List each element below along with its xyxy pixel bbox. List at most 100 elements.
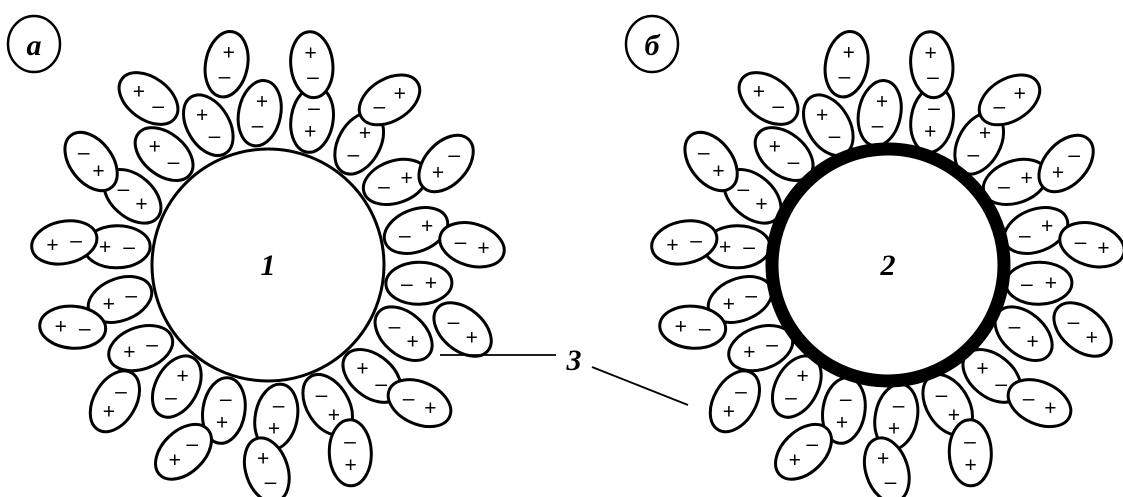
dipole-outer-sign: +: [1044, 397, 1056, 420]
dipole-inner-sign: –: [115, 380, 127, 403]
dipole-shell-a: –+–++––+–+–++––+–+–++––+–+–++––+–+–+–+–+…: [30, 30, 506, 497]
dipole-outer-sign: +: [169, 449, 181, 472]
dipole-ellipse: [1004, 260, 1074, 306]
dipole-inner-sign: –: [70, 229, 82, 252]
dipole-ellipse: [1058, 221, 1123, 269]
dipole-outer-sign: +: [103, 293, 115, 316]
dipole-outer-sign: +: [268, 418, 280, 441]
dipole-outer-sign: +: [196, 104, 208, 127]
dipole-outer-sign: +: [1045, 272, 1057, 295]
dipole-outer-sign: –: [737, 177, 749, 200]
dipole-ellipse: [977, 73, 1042, 127]
dipole-outer-sign: +: [743, 341, 755, 364]
shell-b-dipole: –+: [993, 305, 1054, 363]
core-label-1: 1: [261, 249, 276, 282]
dipole-outer-sign: –: [885, 470, 897, 493]
callout-label-3: 3: [566, 344, 582, 377]
dipole-outer-sign: +: [753, 80, 765, 103]
core-particle-2: [765, 142, 1011, 388]
dipole-outer-sign: +: [123, 341, 135, 364]
dipole-inner-sign: –: [125, 284, 137, 307]
dipole-ellipse: [327, 418, 373, 488]
shell-a-dipole: –+: [373, 305, 434, 363]
dipole-inner-sign: +: [924, 120, 936, 143]
dipole-ellipse: [201, 376, 247, 445]
panel-letter-a: а: [27, 29, 42, 62]
dipole-ellipse: [38, 304, 108, 350]
dipole-inner-sign: +: [1052, 161, 1064, 184]
core-particle-1: [150, 147, 386, 383]
shell-b-dipole: –+: [774, 422, 833, 481]
shell-a-dipole: –+: [361, 157, 429, 206]
shell-a-dipole: –+: [253, 382, 300, 451]
dipole-ellipse: [373, 305, 434, 363]
shell-a-dipole: –+: [86, 275, 154, 324]
dipole-inner-sign: +: [976, 357, 988, 380]
dipole-inner-sign: –: [1019, 224, 1031, 247]
dipole-ellipse: [862, 436, 911, 497]
dipole-ellipse: [386, 378, 453, 429]
dipole-inner-sign: +: [796, 365, 808, 388]
dipole-outer-sign: +: [666, 234, 678, 257]
dipole-outer-sign: +: [723, 293, 735, 316]
dipole-outer-sign: +: [477, 237, 489, 260]
panel-letter-b-badge: б: [624, 14, 680, 74]
dipole-outer-sign: –: [698, 141, 710, 164]
shell-a-dipole: +–: [63, 130, 119, 193]
dipole-inner-sign: –: [123, 236, 135, 259]
dipole-inner-sign: –: [209, 124, 221, 147]
dipole-outer-sign: +: [1086, 326, 1098, 349]
dipole-outer-sign: –: [117, 177, 129, 200]
dipole-ellipse: [909, 30, 955, 100]
dipole-inner-sign: –: [839, 65, 851, 88]
shell-b-dipole: –+: [708, 369, 762, 434]
dipole-inner-sign: –: [448, 311, 460, 334]
shell-b-dipole: –+: [1002, 206, 1070, 255]
dipole-inner-sign: –: [219, 65, 231, 88]
dipole-ellipse: [30, 219, 99, 266]
dipole-outer-sign: –: [448, 144, 460, 167]
dipole-outer-sign: +: [1041, 215, 1053, 238]
dipole-inner-sign: –: [968, 143, 980, 166]
dipole-ellipse: [1006, 378, 1073, 429]
shell-a-dipole: –+: [289, 30, 335, 100]
dipole-outer-sign: +: [149, 136, 161, 159]
dipole-inner-sign: –: [1023, 387, 1035, 410]
shell-a-dipole: –+: [357, 73, 422, 127]
dipole-ellipse: [650, 219, 719, 266]
dipole-inner-sign: –: [927, 66, 939, 89]
shell-a-dipole: –+: [107, 324, 175, 373]
dipole-inner-sign: –: [79, 317, 91, 340]
dipole-outer-sign: +: [133, 80, 145, 103]
shell-a-dipole: –+: [438, 221, 506, 269]
dipole-outer-sign: +: [979, 122, 991, 145]
shell-a-dipole: –+: [201, 376, 247, 445]
panel-a: –+–++––+–+–++––+–+–++––+–+–++––+–+–+–+–+…: [6, 14, 506, 497]
dipole-inner-sign: +: [92, 160, 104, 183]
dipole-inner-sign: +: [755, 193, 767, 216]
dipole-ellipse: [182, 93, 235, 157]
shell-b-dipole: –+: [977, 73, 1042, 127]
shell-b-dipole: –+: [737, 71, 800, 126]
shell-a-dipole: –+: [38, 304, 108, 350]
dipole-outer-sign: +: [1097, 237, 1109, 260]
dipole-inner-sign: –: [788, 151, 800, 174]
dipole-outer-sign: +: [99, 236, 111, 259]
shell-a-dipole: –+: [384, 260, 454, 306]
dipole-inner-sign: +: [176, 365, 188, 388]
shell-b-dipole: +–: [770, 354, 823, 419]
dipole-ellipse: [382, 206, 450, 255]
dipole-outer-sign: +: [424, 397, 436, 420]
shell-a-dipole: –+: [182, 93, 235, 157]
dipole-outer-sign: +: [55, 315, 67, 338]
shell-a-dipole: +–: [417, 133, 475, 194]
dipole-inner-sign: –: [455, 230, 467, 253]
dipole-inner-sign: –: [273, 394, 285, 417]
dipole-inner-sign: –: [735, 380, 747, 403]
dipole-ellipse: [107, 324, 175, 373]
dipole-outer-sign: +: [876, 90, 888, 113]
shell-a-dipole: +–: [150, 354, 203, 419]
shell-b-dipole: –+: [823, 30, 870, 99]
dipole-inner-sign: –: [690, 229, 702, 252]
dipole-inner-sign: –: [699, 317, 711, 340]
